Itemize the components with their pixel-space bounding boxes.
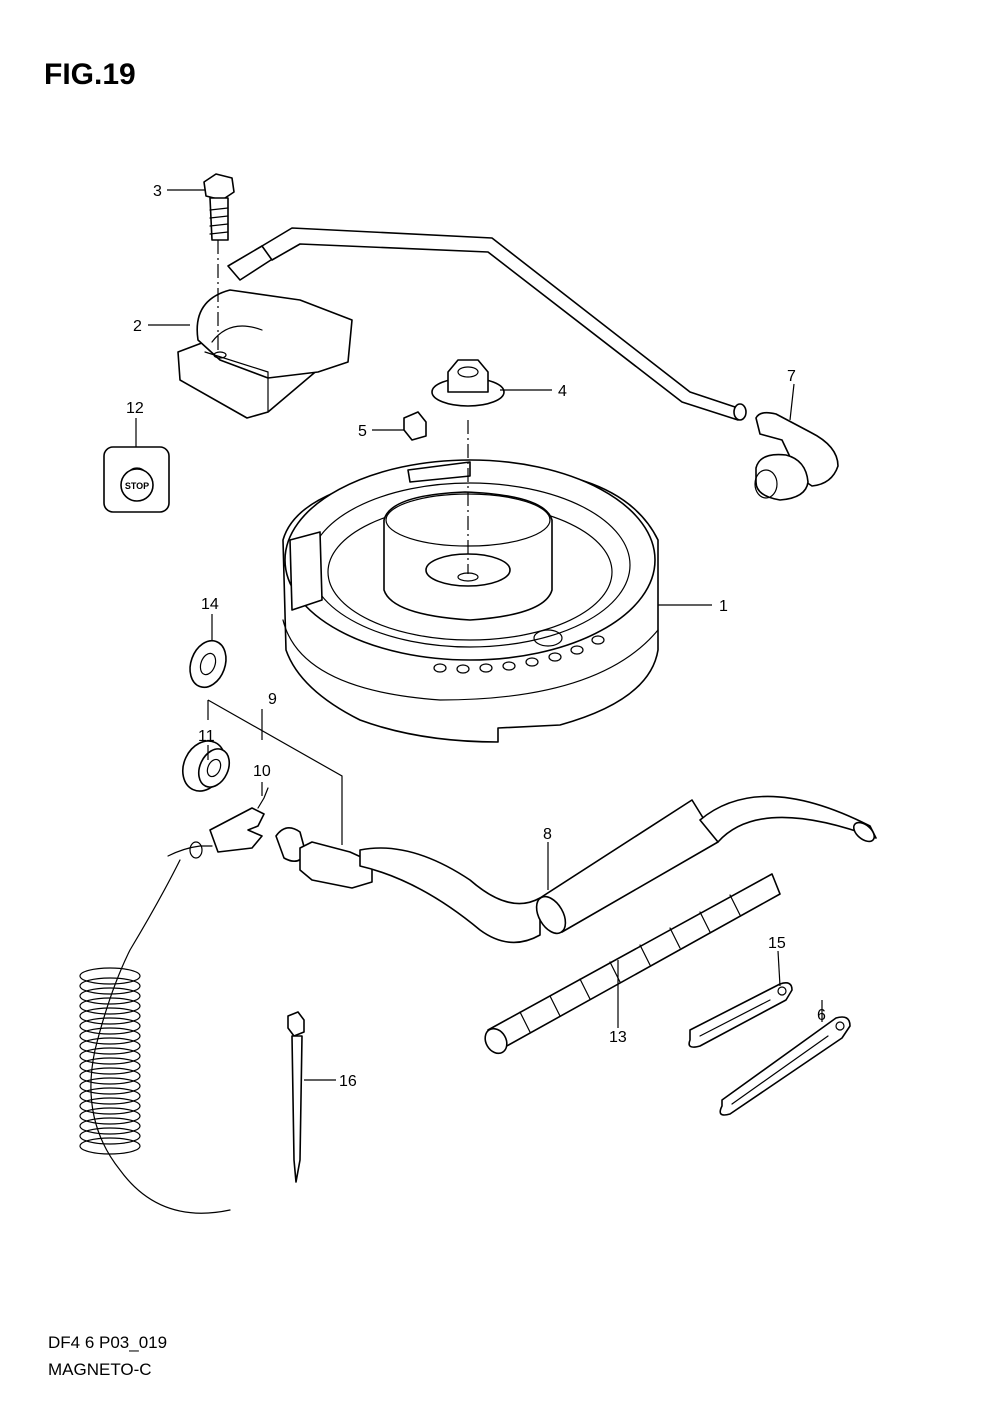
callout-numbers: 1 2 3 4 5 6 7 8 9 10 11 12 13 14 15 16 bbox=[126, 183, 826, 1090]
callout-5: 5 bbox=[358, 423, 367, 440]
flywheel-vent-holes bbox=[433, 629, 605, 674]
stop-switch-clip[interactable] bbox=[167, 787, 269, 859]
clip-15[interactable] bbox=[688, 982, 793, 1048]
woodruff-key[interactable] bbox=[403, 411, 427, 441]
section-name: MAGNETO-C bbox=[48, 1360, 152, 1379]
callout-1: 1 bbox=[719, 598, 728, 615]
cable-tie[interactable] bbox=[287, 1011, 305, 1183]
callout-7: 7 bbox=[787, 368, 796, 385]
corrugated-tube[interactable] bbox=[481, 873, 781, 1057]
ignition-coil[interactable] bbox=[177, 227, 747, 421]
callout-10: 10 bbox=[253, 763, 271, 780]
callout-4: 4 bbox=[558, 383, 567, 400]
cable-protector-tube[interactable] bbox=[531, 795, 878, 938]
washer[interactable] bbox=[184, 636, 232, 693]
callout-15: 15 bbox=[768, 935, 786, 952]
callout-13: 13 bbox=[609, 1029, 627, 1046]
callout-16: 16 bbox=[339, 1073, 357, 1090]
clip-6[interactable] bbox=[719, 1016, 851, 1116]
model-code: DF4 6 P03_019 bbox=[48, 1333, 168, 1352]
callout-2: 2 bbox=[133, 318, 142, 335]
callout-6: 6 bbox=[817, 1007, 826, 1024]
callout-8: 8 bbox=[543, 826, 552, 843]
callout-11: 11 bbox=[198, 728, 215, 745]
lanyard-coil bbox=[79, 967, 141, 1155]
oil-seal[interactable] bbox=[175, 734, 235, 798]
figure-title: FIG.19 bbox=[44, 58, 136, 91]
callout-14: 14 bbox=[201, 596, 219, 613]
flywheel-nut[interactable] bbox=[431, 359, 505, 574]
stop-switch-lanyard[interactable] bbox=[79, 827, 541, 1214]
flywheel[interactable] bbox=[282, 459, 659, 743]
callout-9: 9 bbox=[268, 691, 277, 708]
bolt[interactable] bbox=[203, 173, 235, 352]
spark-plug-cap[interactable] bbox=[754, 411, 839, 501]
callout-12: 12 bbox=[126, 400, 144, 417]
stop-plate[interactable]: STOP bbox=[103, 446, 170, 513]
stop-text: STOP bbox=[125, 481, 149, 491]
callout-3: 3 bbox=[153, 183, 162, 200]
leader-lines bbox=[135, 189, 823, 1081]
